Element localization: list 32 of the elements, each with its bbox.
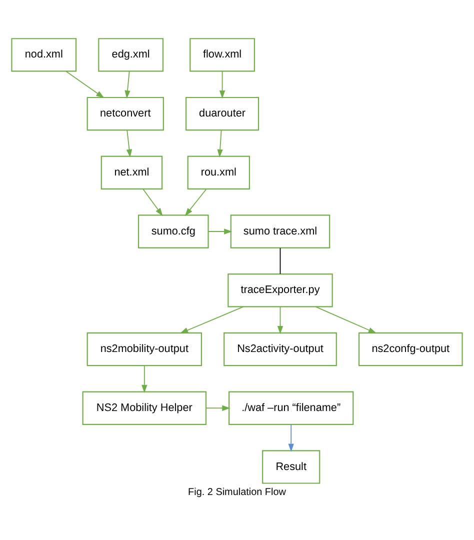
arrow bbox=[142, 365, 148, 393]
arrow bbox=[315, 306, 377, 334]
arrow bbox=[126, 130, 132, 158]
node-box: NS2 Mobility Helper bbox=[82, 391, 207, 425]
arrow bbox=[66, 70, 104, 98]
node-box: ./waf –run “filename” bbox=[228, 391, 354, 425]
arrow bbox=[206, 405, 230, 411]
node-box: nod.xml bbox=[11, 38, 77, 72]
arrow bbox=[142, 188, 163, 216]
node-box: net.xml bbox=[100, 156, 163, 190]
arrow bbox=[208, 228, 232, 234]
node-box: rou.xml bbox=[187, 156, 250, 190]
connector bbox=[280, 248, 281, 274]
node-box: sumo trace.xml bbox=[230, 214, 330, 248]
arrow bbox=[184, 188, 207, 216]
arrow bbox=[288, 424, 294, 452]
arrow bbox=[180, 306, 244, 334]
node-box: netconvert bbox=[86, 96, 164, 131]
arrow bbox=[277, 306, 284, 334]
node-box: Result bbox=[262, 450, 320, 484]
arrow bbox=[217, 130, 223, 158]
node-box: edg.xml bbox=[98, 38, 164, 72]
arrow bbox=[219, 70, 226, 99]
node-box: ns2mobility-output bbox=[86, 332, 202, 366]
node-box: duarouter bbox=[186, 96, 260, 131]
node-box: Ns2activity-output bbox=[224, 332, 337, 366]
node-box: flow.xml bbox=[190, 38, 255, 72]
arrow bbox=[124, 70, 130, 99]
node-box: sumo.cfg bbox=[138, 214, 209, 248]
node-box: ns2confg-output bbox=[358, 332, 463, 366]
caption: Fig. 2 Simulation Flow bbox=[188, 486, 286, 498]
node-box: traceExporter.py bbox=[228, 274, 333, 308]
